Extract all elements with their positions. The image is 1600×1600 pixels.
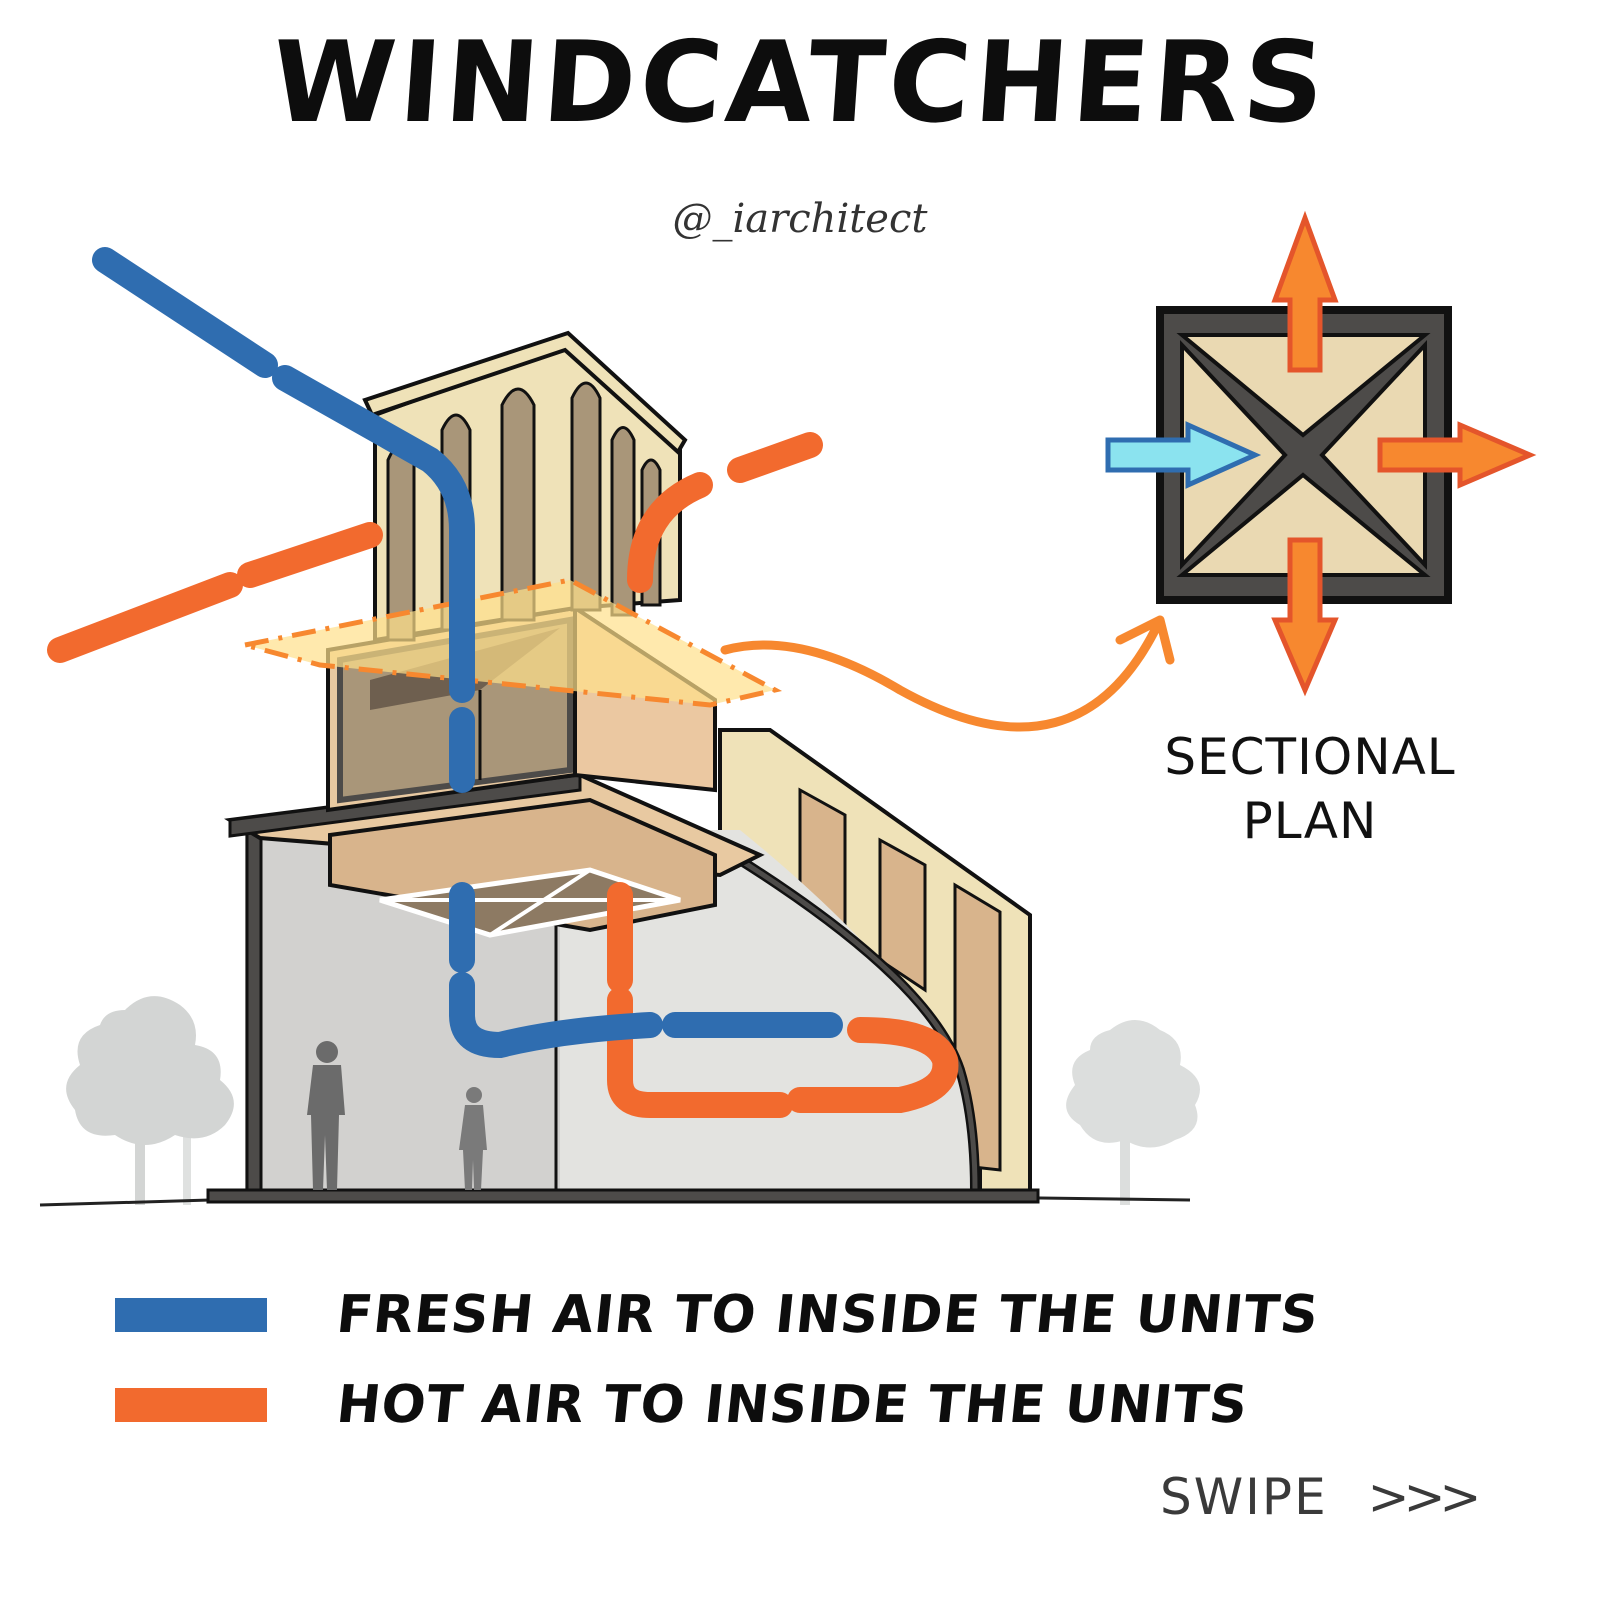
swipe-label: SWIPE [1160, 1468, 1328, 1526]
legend-item-fresh-air: FRESH AIR TO INSIDE THE UNITS [115, 1270, 1322, 1360]
section-plane [244, 577, 783, 708]
legend-label: HOT AIR TO INSIDE THE UNITS [333, 1375, 1252, 1435]
legend: FRESH AIR TO INSIDE THE UNITS HOT AIR TO… [115, 1270, 1322, 1450]
tree-right-icon [1066, 1020, 1200, 1205]
swipe-hint[interactable]: SWIPE >>> [1160, 1468, 1482, 1526]
plan-label-line2: PLAN [1242, 792, 1378, 850]
author-handle: @_iarchitect [672, 196, 928, 242]
arrow-right-icon [1377, 421, 1537, 489]
leader-arrow [720, 615, 1175, 732]
sectional-plan-label: SECTIONAL PLAN [1150, 725, 1470, 853]
arrow-in-icon [1105, 421, 1262, 489]
legend-item-hot-air: HOT AIR TO INSIDE THE UNITS [115, 1360, 1319, 1450]
arrow-down-icon [1271, 537, 1339, 697]
legend-label: FRESH AIR TO INSIDE THE UNITS [333, 1285, 1322, 1345]
arrow-up-icon [1271, 210, 1339, 373]
fresh-air-flow [92, 247, 843, 1059]
person-silhouette-icon [459, 1087, 487, 1190]
hot-air-swatch [115, 1388, 267, 1422]
person-silhouette-icon [307, 1041, 345, 1190]
fresh-air-swatch [115, 1298, 267, 1332]
tree-left-icon [66, 996, 234, 1205]
hot-air-flow [47, 432, 959, 1118]
plan-label-line1: SECTIONAL [1164, 728, 1456, 786]
chevrons-right-icon: >>> [1367, 1468, 1482, 1526]
sectional-plan-diagram [1105, 210, 1537, 697]
